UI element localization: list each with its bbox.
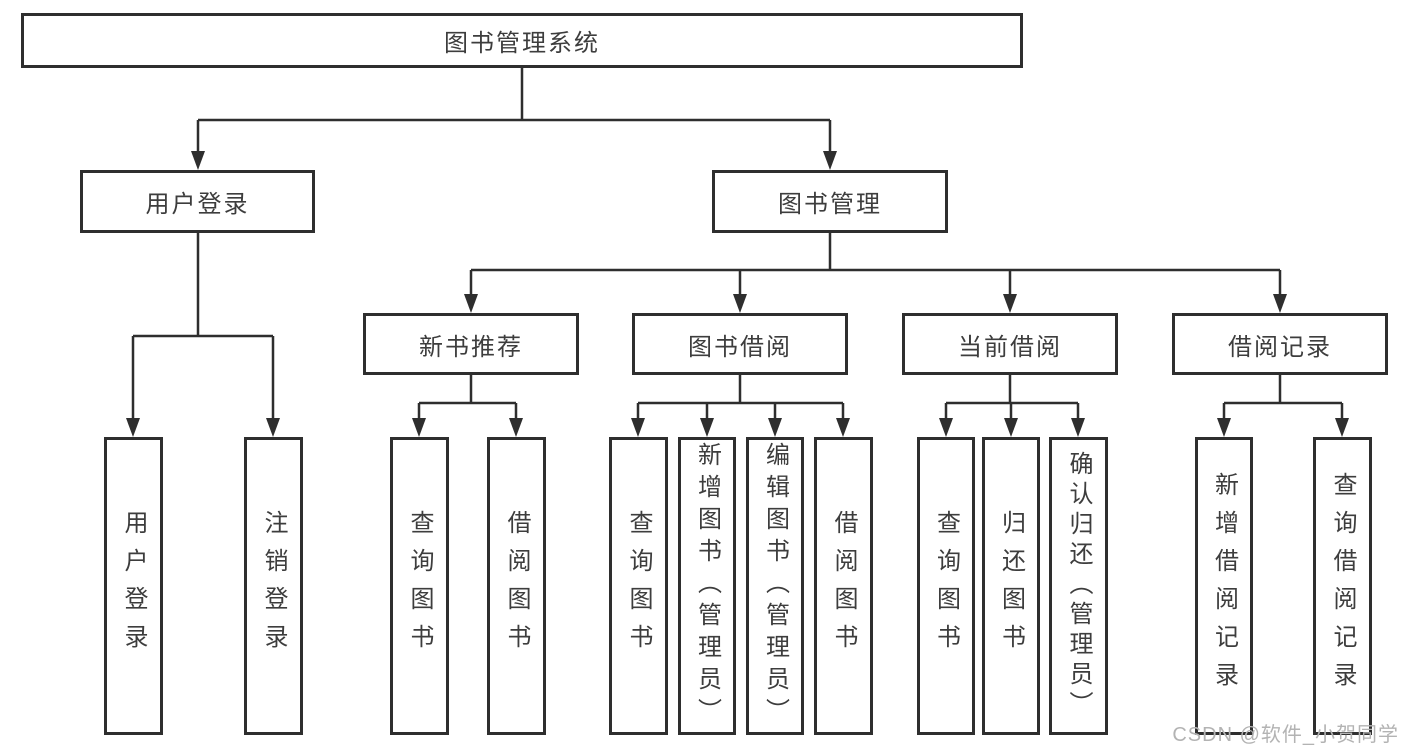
leaf-logout: 注销登录 <box>244 437 303 735</box>
leaf-borrow-books-recommend: 借阅图书 <box>487 437 546 735</box>
node-book-borrowing: 图书借阅 <box>632 313 848 375</box>
leaf-confirm-return-admin: 确认归还（管理员） <box>1049 437 1108 735</box>
node-new-book-recommendation: 新书推荐 <box>363 313 579 375</box>
node-current-borrowing: 当前借阅 <box>902 313 1118 375</box>
node-library-system: 图书管理系统 <box>21 13 1023 68</box>
leaf-edit-book-admin: 编辑图书（管理员） <box>746 437 804 735</box>
leaf-query-books-current: 查询图书 <box>917 437 975 735</box>
node-user-login: 用户登录 <box>80 170 315 233</box>
leaf-add-book-admin: 新增图书（管理员） <box>678 437 736 735</box>
leaf-query-books-recommend: 查询图书 <box>390 437 449 735</box>
leaf-user-login: 用户登录 <box>104 437 163 735</box>
leaf-query-borrow-record: 查询借阅记录 <box>1313 437 1372 735</box>
leaf-return-books: 归还图书 <box>982 437 1040 735</box>
leaf-add-borrow-record: 新增借阅记录 <box>1195 437 1253 735</box>
node-borrowing-records: 借阅记录 <box>1172 313 1388 375</box>
arrowheads <box>126 151 1349 437</box>
csdn-watermark: CSDN @软件_小贺同学 <box>1172 724 1399 746</box>
node-book-management: 图书管理 <box>712 170 948 233</box>
leaf-borrow-books-borrowing: 借阅图书 <box>814 437 873 735</box>
leaf-query-books-borrowing: 查询图书 <box>609 437 668 735</box>
